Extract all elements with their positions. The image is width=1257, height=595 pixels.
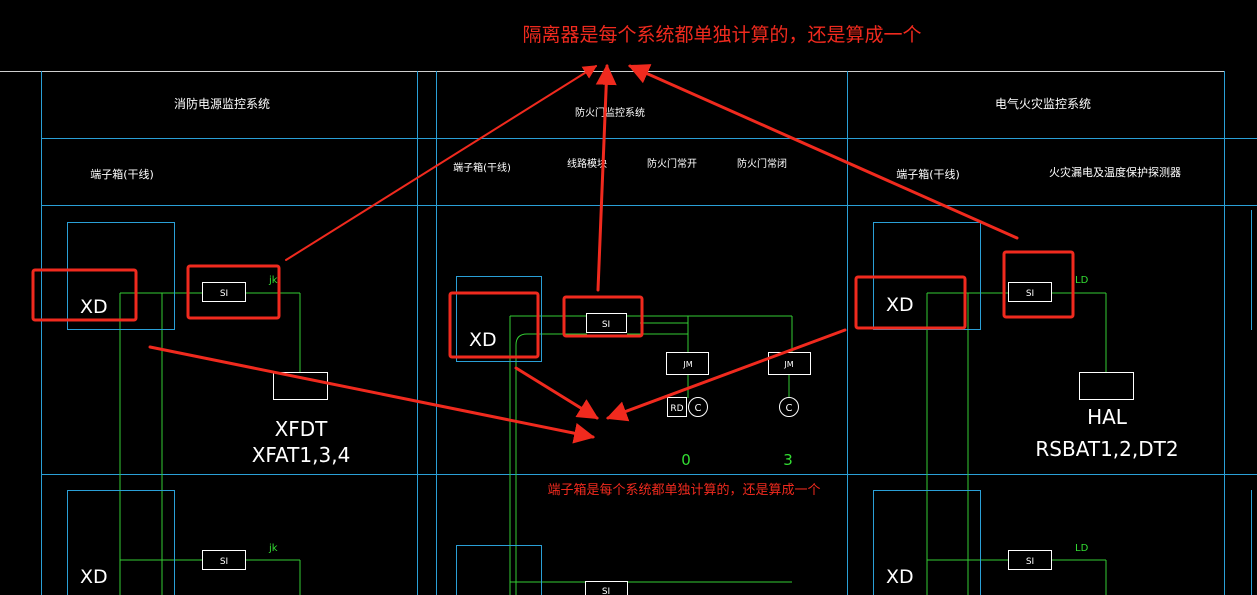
circuit-tag: LD [1075,275,1089,286]
system-title-door-monitor: 防火门监控系统 [575,106,645,119]
device-model: XFAT1,3,4 [252,443,351,467]
circuit-tag: jk [268,275,278,286]
isolator-label: SI [602,587,610,595]
device-name: XFDT [275,417,329,441]
circuit-tag: LD [1075,543,1089,554]
terminal-box-frames [67,222,981,595]
isolator-question: 隔离器是每个系统都单独计算的，还是算成一个 [522,24,921,46]
sub-header-terminal-box: 端子箱(干线) [896,167,960,181]
isolator-label: SI [1026,289,1034,299]
door-closed-count: 3 [783,451,793,469]
module-label: JM [783,360,793,369]
terminal-box-label: XD [886,566,914,588]
sub-header-leak-temp-detector: 火灾漏电及温度保护探测器 [1049,165,1181,179]
system-title-electric-fire: 电气火灾监控系统 [995,96,1091,111]
sub-headers: 端子箱(干线) 端子箱(干线) 线路模块 防火门常开 防火门常闭 端子箱(干线)… [90,157,1181,181]
drawing-grid [0,71,1257,595]
device-name: HAL [1087,405,1128,429]
isolator-label: SI [220,557,228,567]
door-open-symbol: C [695,403,702,414]
module-label: JM [682,360,692,369]
door-open-symbol: RD [670,404,683,414]
device-model: RSBAT1,2,DT2 [1035,437,1178,461]
circuit-tag: jk [268,543,278,554]
callout-highlights [31,250,1075,359]
isolators [202,282,1052,595]
callout-arrows [148,63,1019,444]
door-closed-symbol: C [786,403,793,414]
terminal-box-label: XD [469,329,497,351]
terminal-box-label: XD [80,566,108,588]
system-headers: 消防电源监控系统 防火门监控系统 电气火灾监控系统 [174,96,1091,119]
system-title-power-monitor: 消防电源监控系统 [174,96,270,111]
sub-header-door-closed: 防火门常闭 [737,157,787,170]
sub-header-door-open: 防火门常开 [647,157,697,170]
sub-header-terminal-box: 端子箱(干线) [453,161,511,174]
isolator-label: SI [602,320,610,330]
sub-header-terminal-box: 端子箱(干线) [90,167,154,181]
sub-header-line-module: 线路模块 [567,157,607,170]
isolator-label: SI [220,289,228,299]
terminal-box-question: 端子箱是每个系统都单独计算的，还是算成一个 [547,482,820,498]
wiring [119,292,1107,595]
field-devices [273,352,1134,417]
isolator-label: SI [1026,557,1034,567]
door-open-count: 0 [681,451,691,469]
terminal-box-label: XD [80,296,108,318]
terminal-box-label: XD [886,294,914,316]
